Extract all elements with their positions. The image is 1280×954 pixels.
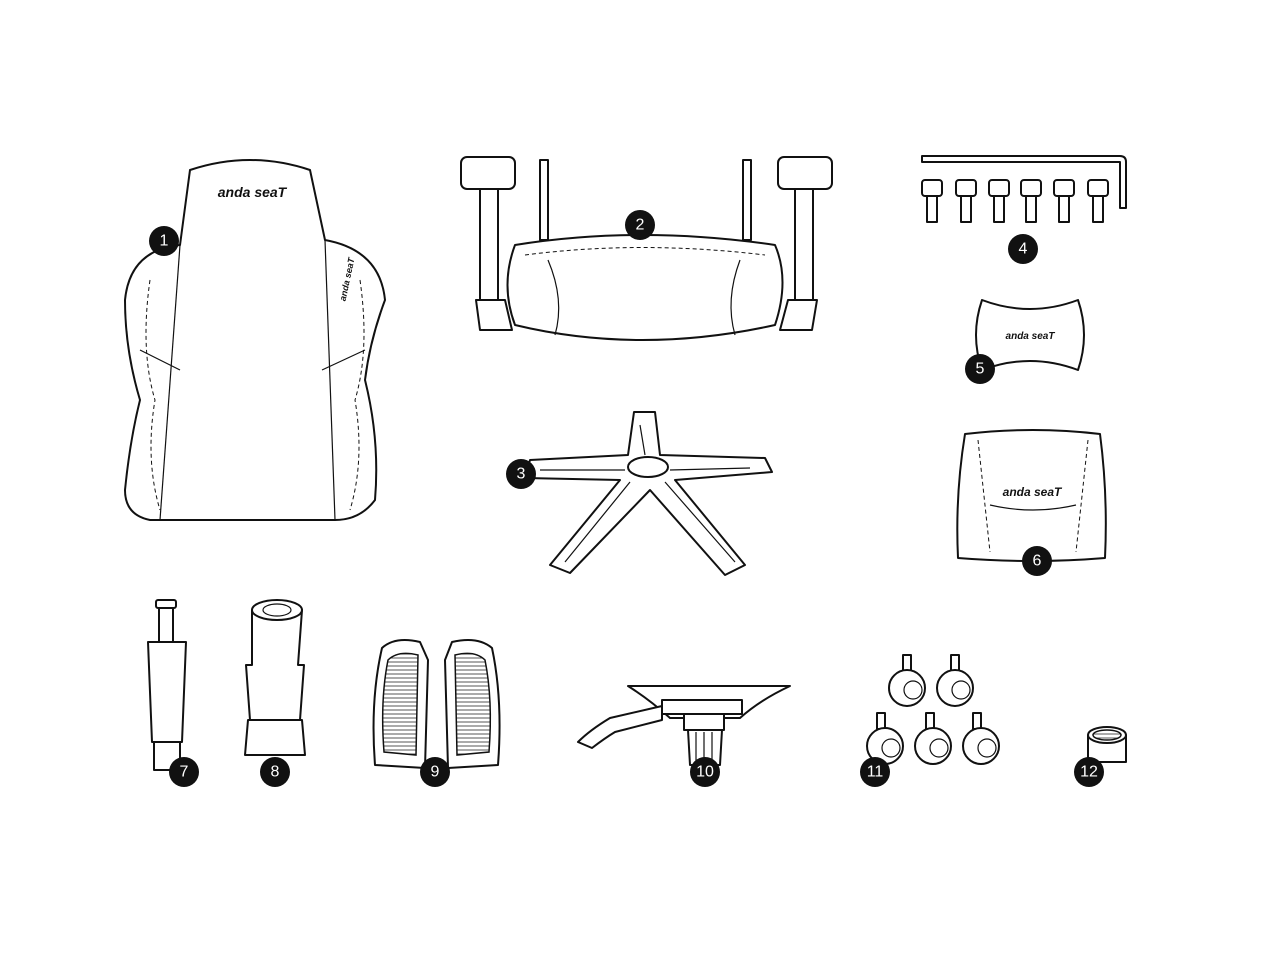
callout-badge: 10	[690, 757, 720, 787]
caster-icon	[962, 712, 1000, 765]
callout-number: 7	[180, 764, 189, 781]
caster-icon	[936, 654, 974, 707]
cap-part	[1087, 726, 1127, 763]
callout-number: 4	[1019, 241, 1028, 258]
callout-number: 2	[636, 217, 645, 234]
screw-icon	[1020, 179, 1042, 223]
callout-number: 12	[1080, 764, 1098, 781]
side-covers-part	[372, 639, 501, 769]
casters-part	[866, 654, 1000, 765]
caster-icon	[866, 712, 904, 765]
callout-badge: 7	[169, 757, 199, 787]
callout-badge: 12	[1074, 757, 1104, 787]
screw-icon	[955, 179, 977, 223]
callout-number: 3	[517, 466, 526, 483]
callout-badge: 4	[1008, 234, 1038, 264]
caster-icon	[914, 712, 952, 765]
callout-number: 6	[1033, 553, 1042, 570]
screw-icon	[988, 179, 1010, 223]
lumbar-pillow-part: anda seaT	[956, 429, 1107, 562]
tilt-mechanism-part	[577, 685, 791, 766]
callout-number: 5	[976, 361, 985, 378]
base-part	[524, 411, 773, 576]
gas-lift-part	[147, 599, 187, 771]
head-pillow-logo-text: anda seaT	[1006, 331, 1056, 342]
caster-icon	[888, 654, 926, 707]
lumbar-pillow-logo-text: anda seaT	[1003, 485, 1063, 499]
callout-number: 11	[867, 764, 884, 781]
seat-part	[460, 156, 833, 341]
callout-number: 8	[271, 764, 280, 781]
head-pillow-part: anda seaT	[975, 299, 1085, 371]
callout-badge: 3	[506, 459, 536, 489]
callout-number: 9	[431, 764, 440, 781]
screw-icon	[1053, 179, 1075, 223]
callout-number: 1	[160, 233, 169, 250]
callout-badge: 1	[149, 226, 179, 256]
callout-badge: 8	[260, 757, 290, 787]
callout-badge: 11	[860, 757, 890, 787]
callout-number: 10	[696, 764, 714, 781]
screw-icon	[921, 179, 943, 223]
callout-badge: 2	[625, 210, 655, 240]
backrest-logo-text: anda seaT	[218, 184, 288, 200]
screw-icon	[1087, 179, 1109, 223]
callout-badge: 5	[965, 354, 995, 384]
callout-badge: 9	[420, 757, 450, 787]
backrest-part: anda seaT anda seaT	[124, 159, 386, 521]
screws-and-wrench-part	[921, 155, 1127, 223]
lift-cover-part	[244, 599, 306, 756]
callout-badge: 6	[1022, 546, 1052, 576]
